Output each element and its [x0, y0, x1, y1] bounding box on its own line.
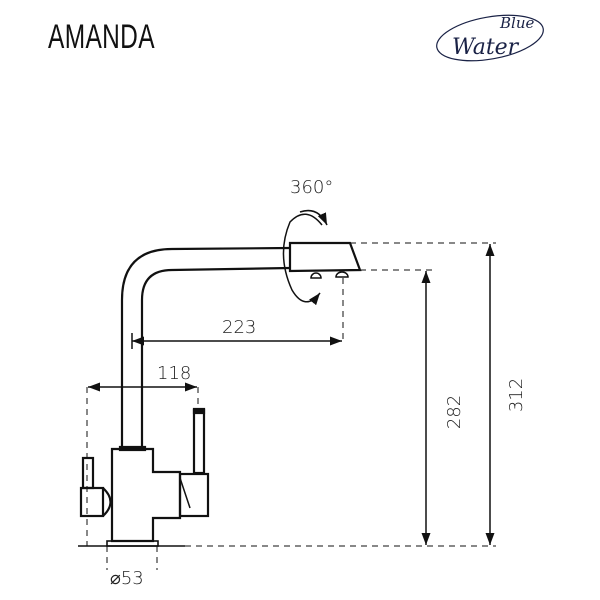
column-ring	[118, 445, 147, 452]
extension-lines	[86, 242, 496, 570]
dim-total-height: 312	[506, 378, 527, 412]
faucet-outline	[79, 241, 362, 547]
right-lever	[192, 408, 206, 475]
left-lever	[81, 456, 95, 490]
blue-water-logo: Blue Water	[436, 14, 544, 62]
logo-text-blue: Blue	[499, 14, 534, 32]
rotation-label: 360°	[290, 177, 333, 198]
right-handle	[178, 472, 210, 518]
dim-base-diameter: ⌀53	[110, 568, 144, 589]
spout-outer	[120, 246, 291, 448]
dim-outlet-height: 282	[444, 395, 465, 429]
left-handle-cap	[102, 487, 112, 517]
logo-text-water: Water	[452, 35, 520, 60]
product-title: AMANDA	[48, 18, 155, 56]
dim-handle-span: 118	[157, 363, 191, 384]
spout-inner	[140, 266, 291, 448]
left-handle	[79, 486, 105, 518]
dim-spout-reach: 223	[222, 317, 256, 338]
dimension-arrows	[88, 244, 495, 545]
aerators	[310, 271, 349, 279]
rotation-indicator	[282, 209, 328, 306]
body	[110, 447, 182, 543]
spout-head	[288, 241, 362, 273]
